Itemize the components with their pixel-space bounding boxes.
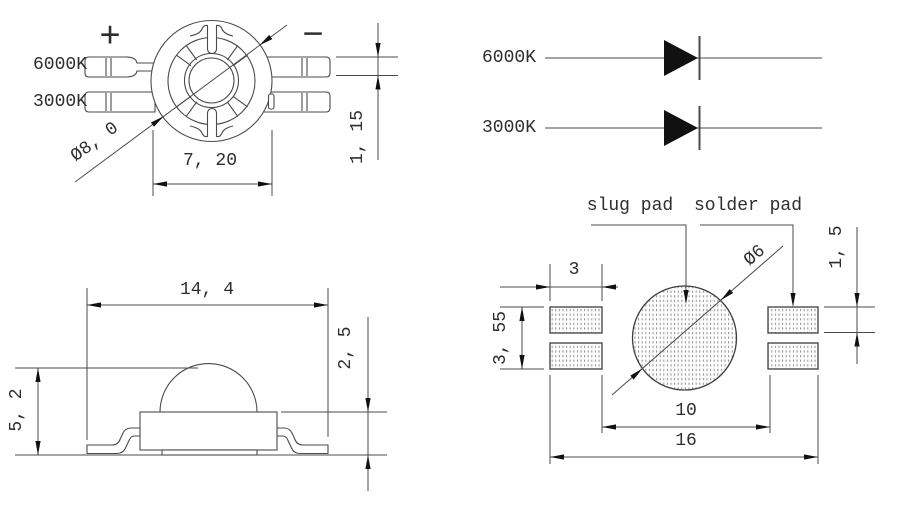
dim-lead-thickness-text: 1, 15: [348, 110, 368, 164]
solder-pad-right-bottom: [767, 342, 819, 370]
dim-body-width: 7, 20: [152, 130, 273, 196]
led-side-view: 14, 4 5, 2 2, 5: [7, 280, 387, 491]
lead-polarity-mark: [267, 93, 275, 110]
polarity-minus-label: −: [302, 16, 324, 57]
lead-crimp-marks: [105, 58, 308, 111]
dim-body-width-text: 7, 20: [183, 151, 237, 171]
led-lens-outer: [183, 52, 240, 109]
dim-pads-inner-span: 10: [601, 375, 771, 433]
diode-3000k-label: 3000K: [482, 118, 536, 138]
dim-pads-inner-span-text: 10: [675, 401, 697, 421]
diode-6000k: 6000K: [482, 36, 822, 80]
slug-pad: [631, 285, 738, 391]
side-body: [139, 411, 278, 451]
led-leads: [84, 56, 331, 113]
dim-lead-thickness: 1, 15: [336, 23, 398, 164]
lead-right-6000k: [261, 56, 331, 78]
diode-6000k-label: 6000K: [482, 48, 536, 68]
lead-label-6000k: 6000K: [33, 55, 87, 75]
side-dome-lens: [159, 363, 258, 413]
led-body: [150, 19, 275, 143]
dim-pad-pair-height: 3, 55: [491, 306, 544, 370]
dim-pads-outer-span: 16: [549, 375, 819, 464]
lead-left-3000k: [84, 91, 156, 113]
dim-pad-width-text: 3: [569, 260, 580, 280]
solder-pad-label: solder pad: [694, 196, 802, 216]
dim-pads-outer-span-text: 16: [675, 431, 697, 451]
dim-body-height-text: 2, 5: [336, 326, 356, 369]
diode-symbol: [664, 40, 698, 76]
lead-right-3000k: [261, 91, 331, 113]
dim-overall-height-text: 5, 2: [7, 388, 27, 431]
dim-body-height: 2, 5: [281, 317, 387, 491]
diode-symbol: [664, 110, 698, 146]
side-lead-left: [86, 427, 141, 455]
dim-pad-height-text: 1, 5: [827, 225, 847, 268]
pad-layout: slug pad solder pad Ø6 3: [491, 196, 875, 464]
solder-pad-right-top: [767, 306, 819, 334]
diode-3000k: 3000K: [482, 106, 822, 150]
lead-label-3000k: 3000K: [33, 92, 87, 112]
wiring-schematic: 6000K 3000K: [482, 36, 822, 150]
dim-slug-diameter-text: Ø6: [740, 241, 769, 270]
lead-left-6000k: [84, 56, 156, 78]
dim-body-diameter-text: Ø8, 0: [67, 118, 122, 166]
solder-pad-left-top: [549, 306, 603, 334]
solder-pad-leader: [700, 224, 796, 307]
led-top-view: + − 6000K 3000K Ø8, 0 7, 20 1, 15: [33, 16, 398, 196]
solder-pad-left-bottom: [549, 342, 603, 370]
led-lens-inner: [188, 57, 235, 104]
dim-pad-height: 1, 5: [824, 225, 875, 364]
side-slug-base: [161, 449, 258, 456]
polarity-plus-label: +: [99, 17, 121, 58]
slug-pad-label: slug pad: [587, 196, 673, 216]
dim-overall-height: 5, 2: [7, 367, 198, 455]
dim-overall-length-text: 14, 4: [180, 280, 234, 300]
side-lead-right: [276, 427, 329, 455]
led-key-tab-bottom: [189, 107, 234, 138]
dim-pad-width: 3: [500, 260, 618, 301]
dim-pad-pair-height-text: 3, 55: [491, 311, 511, 365]
slug-pad-leader: [591, 224, 689, 304]
